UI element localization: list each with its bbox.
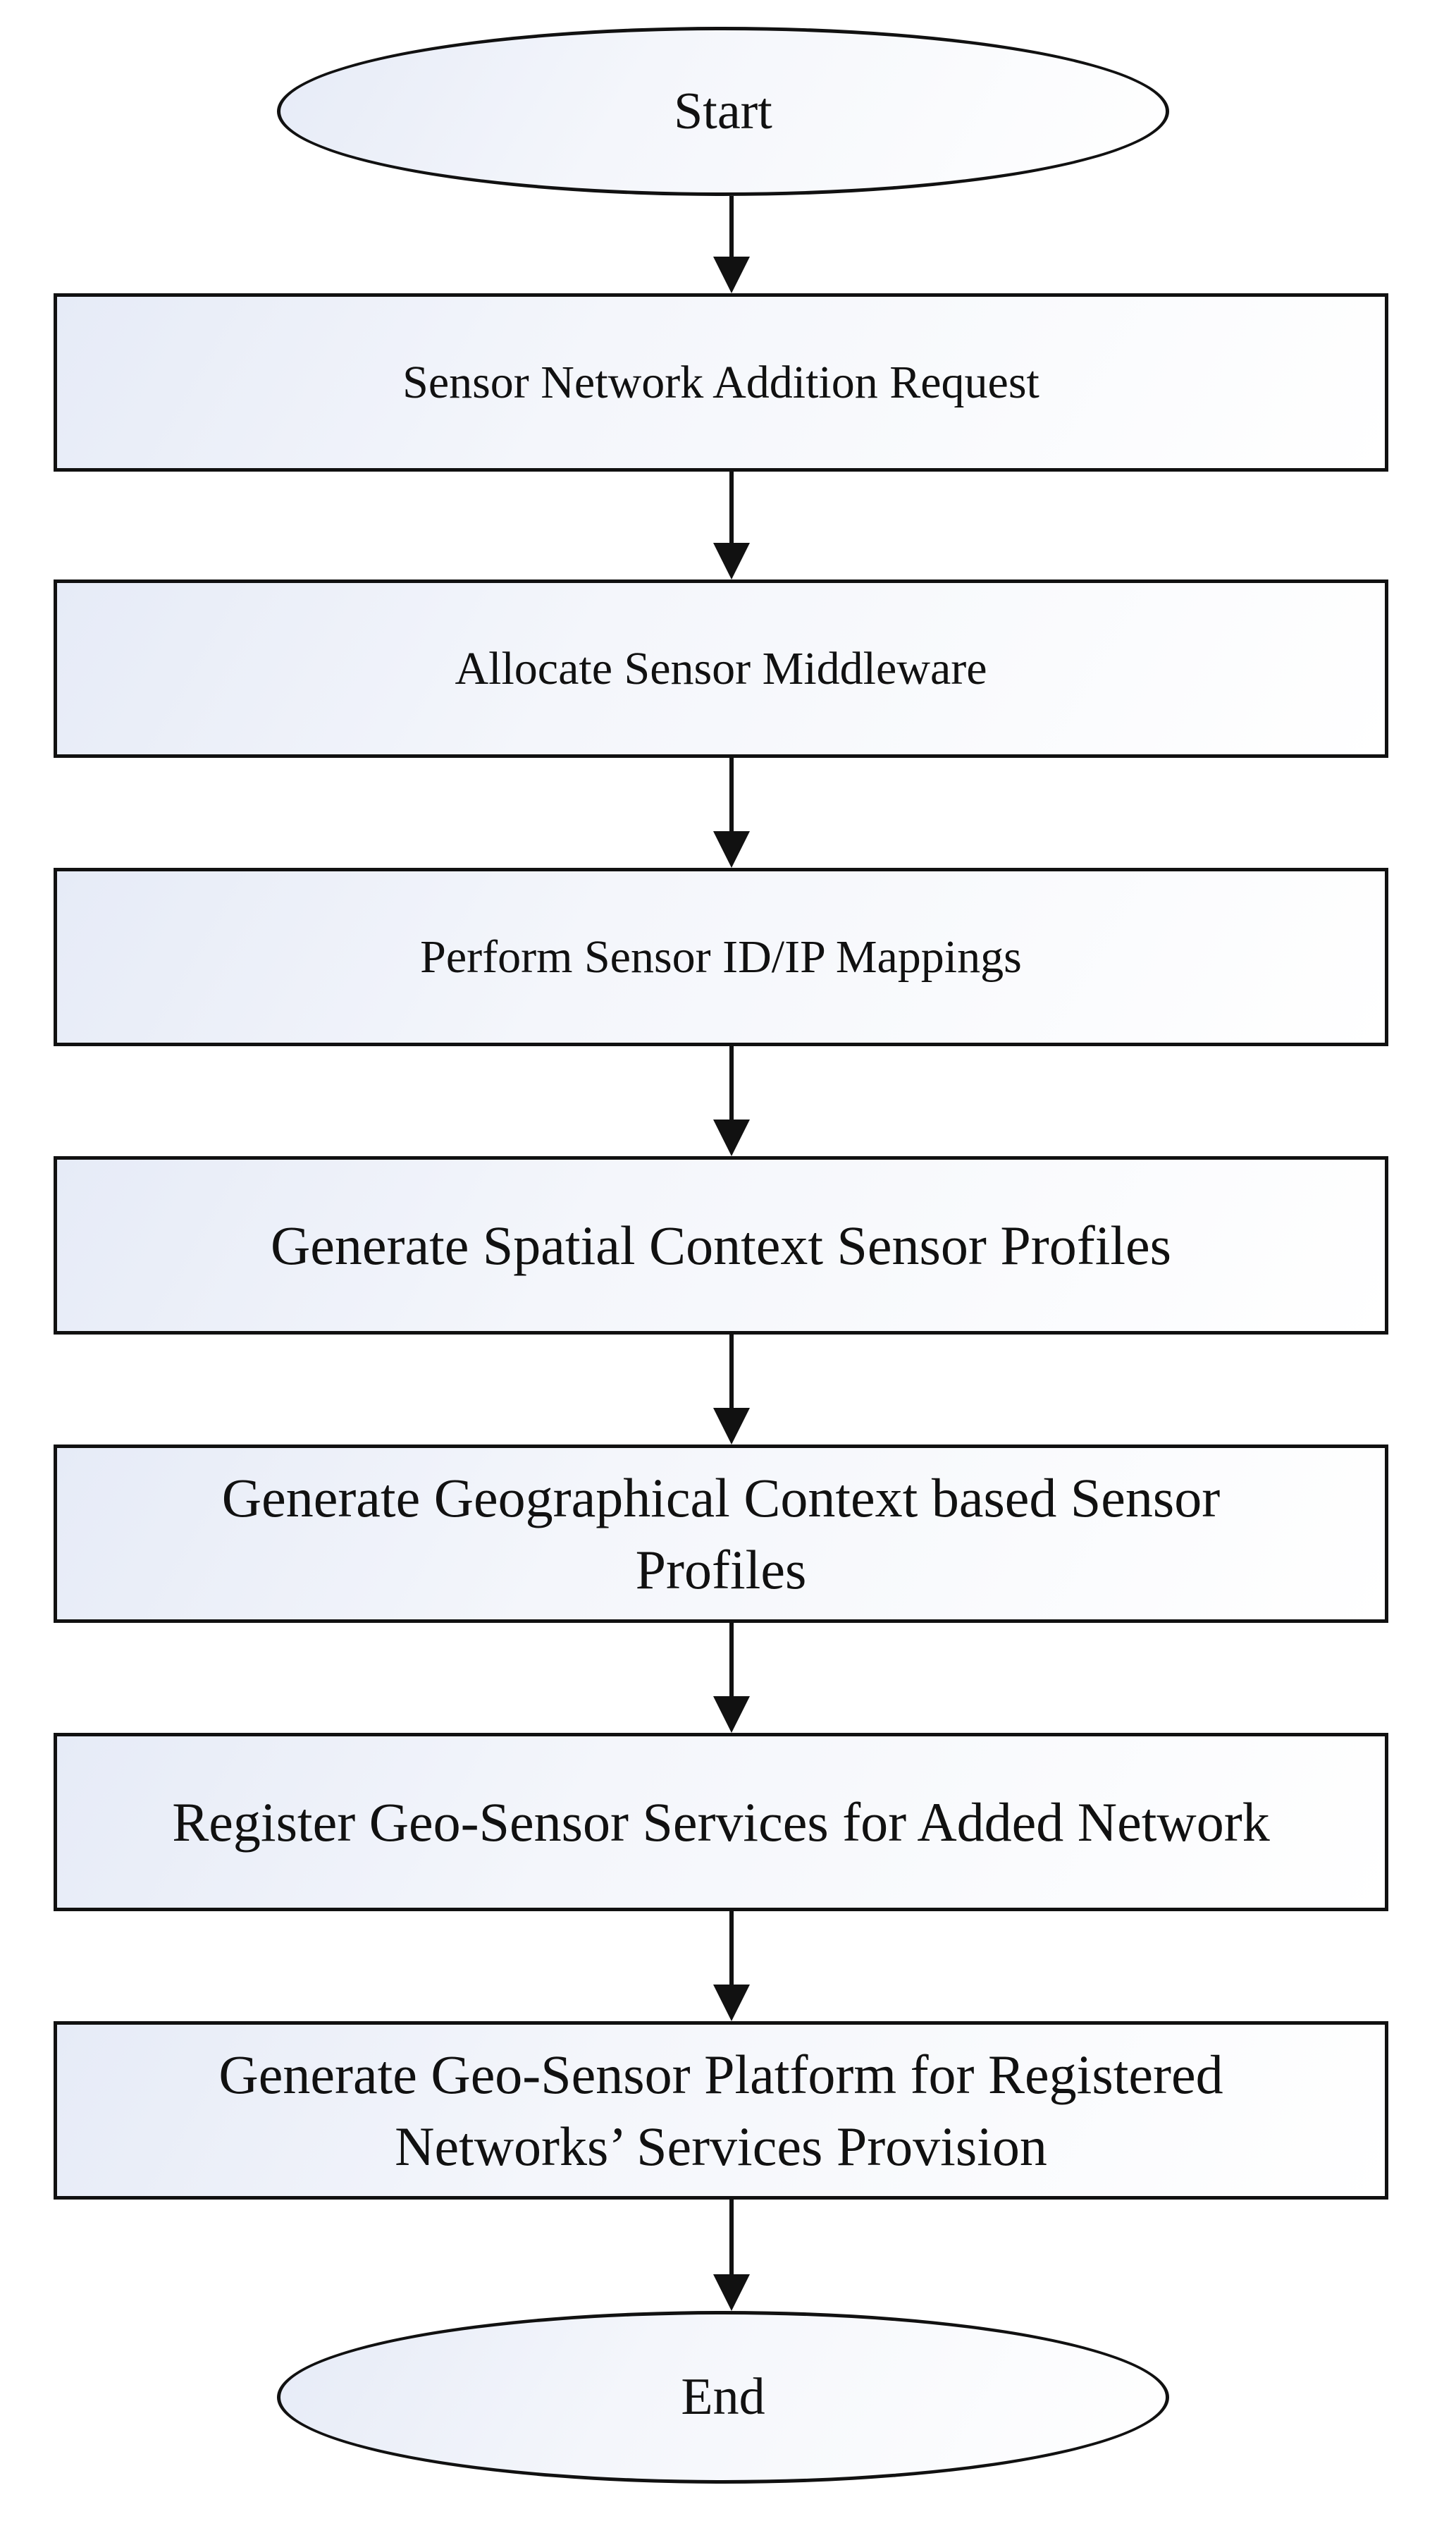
- arrow-step-4-to-step-5: [713, 1335, 750, 1445]
- end-label: End: [681, 2368, 765, 2426]
- arrow-start-to-step-1: [713, 196, 750, 293]
- arrow-step-7-to-end: [713, 2200, 750, 2311]
- step-6-box: Register Geo-Sensor Services for Added N…: [54, 1733, 1388, 1911]
- arrow-step-6-to-step-7: [713, 1911, 750, 2021]
- step-2-box: Allocate Sensor Middleware: [54, 579, 1388, 758]
- end-terminal: End: [277, 2311, 1169, 2484]
- step-4-label: Generate Spatial Context Sensor Profiles: [270, 1214, 1172, 1276]
- step-5-box: Generate Geographical Context based Sens…: [54, 1445, 1388, 1623]
- step-1-label: Sensor Network Addition Request: [402, 356, 1039, 408]
- arrow-step-5-to-step-6: [713, 1623, 750, 1733]
- step-4-box: Generate Spatial Context Sensor Profiles: [54, 1156, 1388, 1335]
- step-6-label: Register Geo-Sensor Services for Added N…: [172, 1791, 1270, 1853]
- step-3-box: Perform Sensor ID/IP Mappings: [54, 868, 1388, 1046]
- start-label: Start: [674, 82, 772, 140]
- step-7-box: Generate Geo-Sensor Platform for Registe…: [54, 2021, 1388, 2200]
- step-2-label: Allocate Sensor Middleware: [455, 642, 987, 694]
- arrow-step-1-to-step-2: [713, 472, 750, 579]
- arrow-step-3-to-step-4: [713, 1046, 750, 1156]
- arrow-step-2-to-step-3: [713, 758, 750, 868]
- start-terminal: Start: [277, 27, 1169, 196]
- step-1-box: Sensor Network Addition Request: [54, 293, 1388, 472]
- step-5-label: Generate Geographical Context based Sens…: [221, 1467, 1221, 1600]
- step-3-label: Perform Sensor ID/IP Mappings: [420, 931, 1022, 983]
- step-7-label: Generate Geo-Sensor Platform for Registe…: [218, 2044, 1223, 2177]
